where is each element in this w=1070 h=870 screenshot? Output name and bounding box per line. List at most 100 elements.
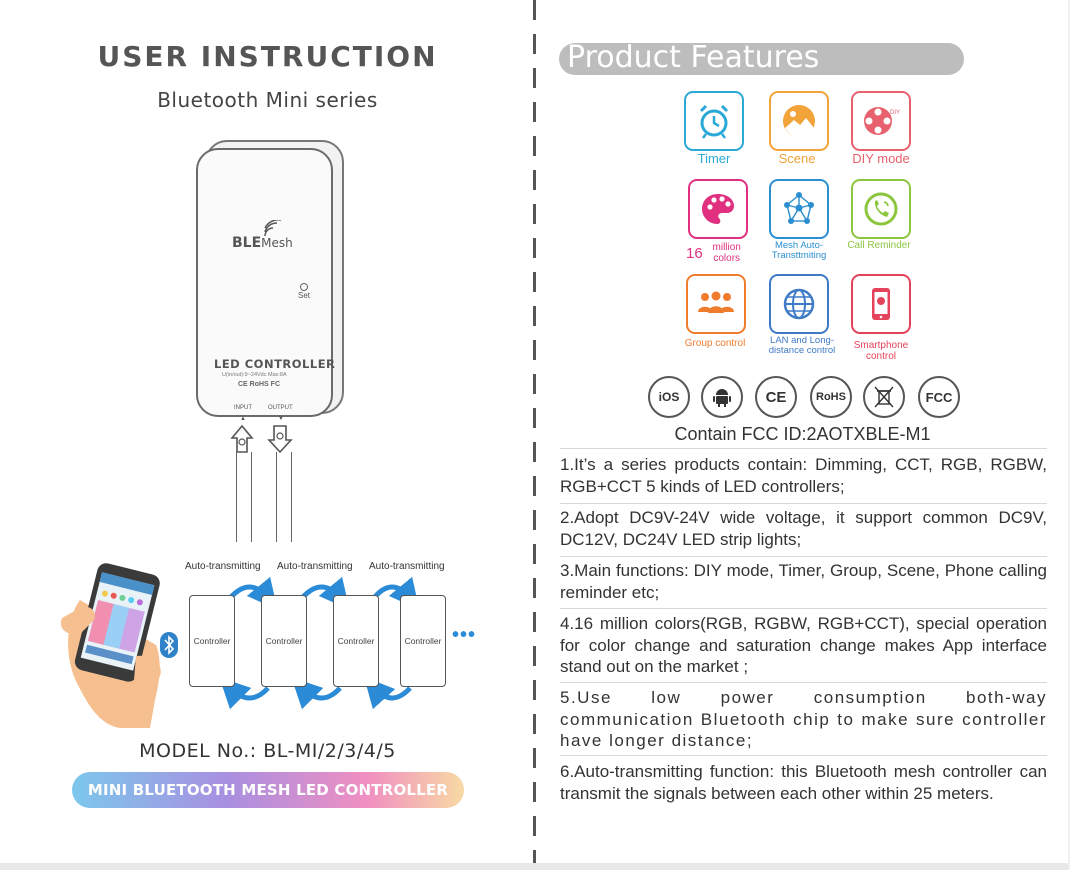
output-port-label: OUTPUT xyxy=(268,405,293,411)
feature-label-mesh: Mesh Auto-Transttmiting xyxy=(771,240,827,261)
more-dots: ••• xyxy=(452,624,477,646)
ble-logo-text: BLE xyxy=(232,235,262,251)
divider-dash xyxy=(533,68,536,88)
divider-dash xyxy=(533,374,536,394)
feature-label-lan: LAN and Long-distance control xyxy=(768,335,836,356)
feature-paragraph-5: 5.Use low power consumption both-way com… xyxy=(560,688,1047,750)
svg-text:DIY: DIY xyxy=(890,110,900,116)
feature-lan-control xyxy=(769,274,829,334)
bottom-edge xyxy=(0,863,1070,870)
input-output-arrows: ▲ ▼ xyxy=(230,416,293,454)
feature-label-smartphone: Smartphone control xyxy=(853,340,909,362)
auto-transmitting-label-2: Auto-transmitting xyxy=(277,561,353,572)
feature-paragraph-4: 4.16 million colors(RGB, RGBW, RGB+CCT),… xyxy=(560,614,1047,676)
fcc-id: Contain FCC ID:2AOTXBLE-M1 xyxy=(674,424,931,444)
feature-label-timer: Timer xyxy=(697,151,731,166)
divider-dash xyxy=(533,510,536,530)
svg-text:▲: ▲ xyxy=(240,416,246,422)
android-robot-icon xyxy=(713,389,731,407)
divider-dash xyxy=(533,340,536,360)
feature-group-control xyxy=(686,274,746,334)
set-label: Set xyxy=(298,291,311,300)
controller-node-3: Controller xyxy=(333,595,379,687)
feature-paragraph-1: 1.It’s a series products contain: Dimmin… xyxy=(560,455,1047,496)
controller-node-1: Controller xyxy=(189,595,235,687)
model-number: MODEL No.: BL-MI/2/3/4/5 xyxy=(139,740,396,762)
feature-mesh-auto xyxy=(769,179,829,239)
palette-icon xyxy=(702,194,734,224)
divider-dash xyxy=(533,544,536,564)
divider-dash xyxy=(533,408,536,428)
input-cable xyxy=(236,452,252,542)
transmit-arrows xyxy=(219,576,420,710)
paragraph-divider xyxy=(560,448,1047,449)
controller-device xyxy=(196,148,333,417)
right-edge xyxy=(1068,0,1070,870)
divider-dash xyxy=(533,102,536,122)
page-subtitle: Bluetooth Mini series xyxy=(157,88,378,112)
divider-dash xyxy=(533,714,536,734)
divider-dash xyxy=(533,612,536,632)
colors-text: million colors xyxy=(712,242,741,264)
divider-dash xyxy=(533,782,536,802)
section-title: Product Features xyxy=(567,40,820,75)
globe-icon xyxy=(783,288,815,320)
controller-node-4: Controller xyxy=(400,595,446,687)
output-cable xyxy=(276,452,292,542)
divider-dash xyxy=(533,646,536,666)
paragraph-divider xyxy=(560,608,1047,609)
divider-dash xyxy=(533,34,536,54)
smartphone-icon xyxy=(872,288,890,320)
svg-text:▼: ▼ xyxy=(278,416,284,422)
feature-label-diy: DIY mode xyxy=(852,151,910,166)
feature-label-colors: 16 million colors xyxy=(686,242,747,264)
divider-dash xyxy=(533,748,536,768)
ios-cert: iOS xyxy=(648,376,690,418)
feature-16-million-colors xyxy=(688,179,748,239)
divider-dash xyxy=(533,238,536,258)
device-spec: U(in/out):9~24Vdc Max:8A xyxy=(222,372,287,378)
fcc-cert: FCC xyxy=(918,376,960,418)
wireless-signal-icon xyxy=(264,220,281,237)
set-button xyxy=(300,283,308,291)
divider-dash xyxy=(533,272,536,292)
divider-dash xyxy=(533,0,536,20)
feature-smartphone-control xyxy=(851,274,911,334)
feature-diy-mode: DIY xyxy=(851,91,911,151)
feature-scene xyxy=(769,91,829,151)
feature-paragraph-3: 3.Main functions: DIY mode, Timer, Group… xyxy=(560,561,1047,602)
divider-dash xyxy=(533,442,536,462)
divider-dash xyxy=(533,136,536,156)
auto-transmitting-label-3: Auto-transmitting xyxy=(369,561,445,572)
ce-cert: CE xyxy=(755,376,797,418)
group-people-icon xyxy=(698,291,734,313)
divider-dash xyxy=(533,204,536,224)
feature-paragraph-2: 2.Adopt DC9V-24V wide voltage, it suppor… xyxy=(560,508,1047,549)
feature-label-scene: Scene xyxy=(778,151,816,166)
device-cert-marks: CE RoHS FC xyxy=(238,381,280,388)
mesh-logo-text: Mesh xyxy=(261,236,293,250)
mesh-network-icon xyxy=(784,192,814,224)
section-title-bar xyxy=(559,43,964,75)
auto-transmitting-label-1: Auto-transmitting xyxy=(185,561,261,572)
product-banner: MINI BLUETOOTH MESH LED CONTROLLER xyxy=(72,772,464,808)
divider-dash xyxy=(533,306,536,326)
paragraph-divider xyxy=(560,503,1047,504)
rohs-cert: RoHS xyxy=(810,376,852,418)
bluetooth-icon xyxy=(160,632,178,658)
feature-paragraph-6: 6.Auto-transmitting function: this Bluet… xyxy=(560,762,1047,803)
device-name: LED CONTROLLER xyxy=(214,357,336,371)
controller-node-2: Controller xyxy=(261,595,307,687)
divider-dash xyxy=(533,476,536,496)
ble-mesh-logo: BLEMesh xyxy=(232,235,293,251)
divider-dash xyxy=(533,578,536,598)
input-port-label: INPUT xyxy=(234,405,252,411)
divider-dash xyxy=(533,170,536,190)
feature-call-reminder xyxy=(851,179,911,239)
divider-dash xyxy=(533,816,536,836)
android-icon xyxy=(701,376,743,418)
phone-call-icon xyxy=(864,192,898,226)
weee-bin-icon xyxy=(874,386,894,408)
diy-film-reel-icon: DIY xyxy=(864,107,900,135)
hand-phone-illustration xyxy=(60,563,161,728)
